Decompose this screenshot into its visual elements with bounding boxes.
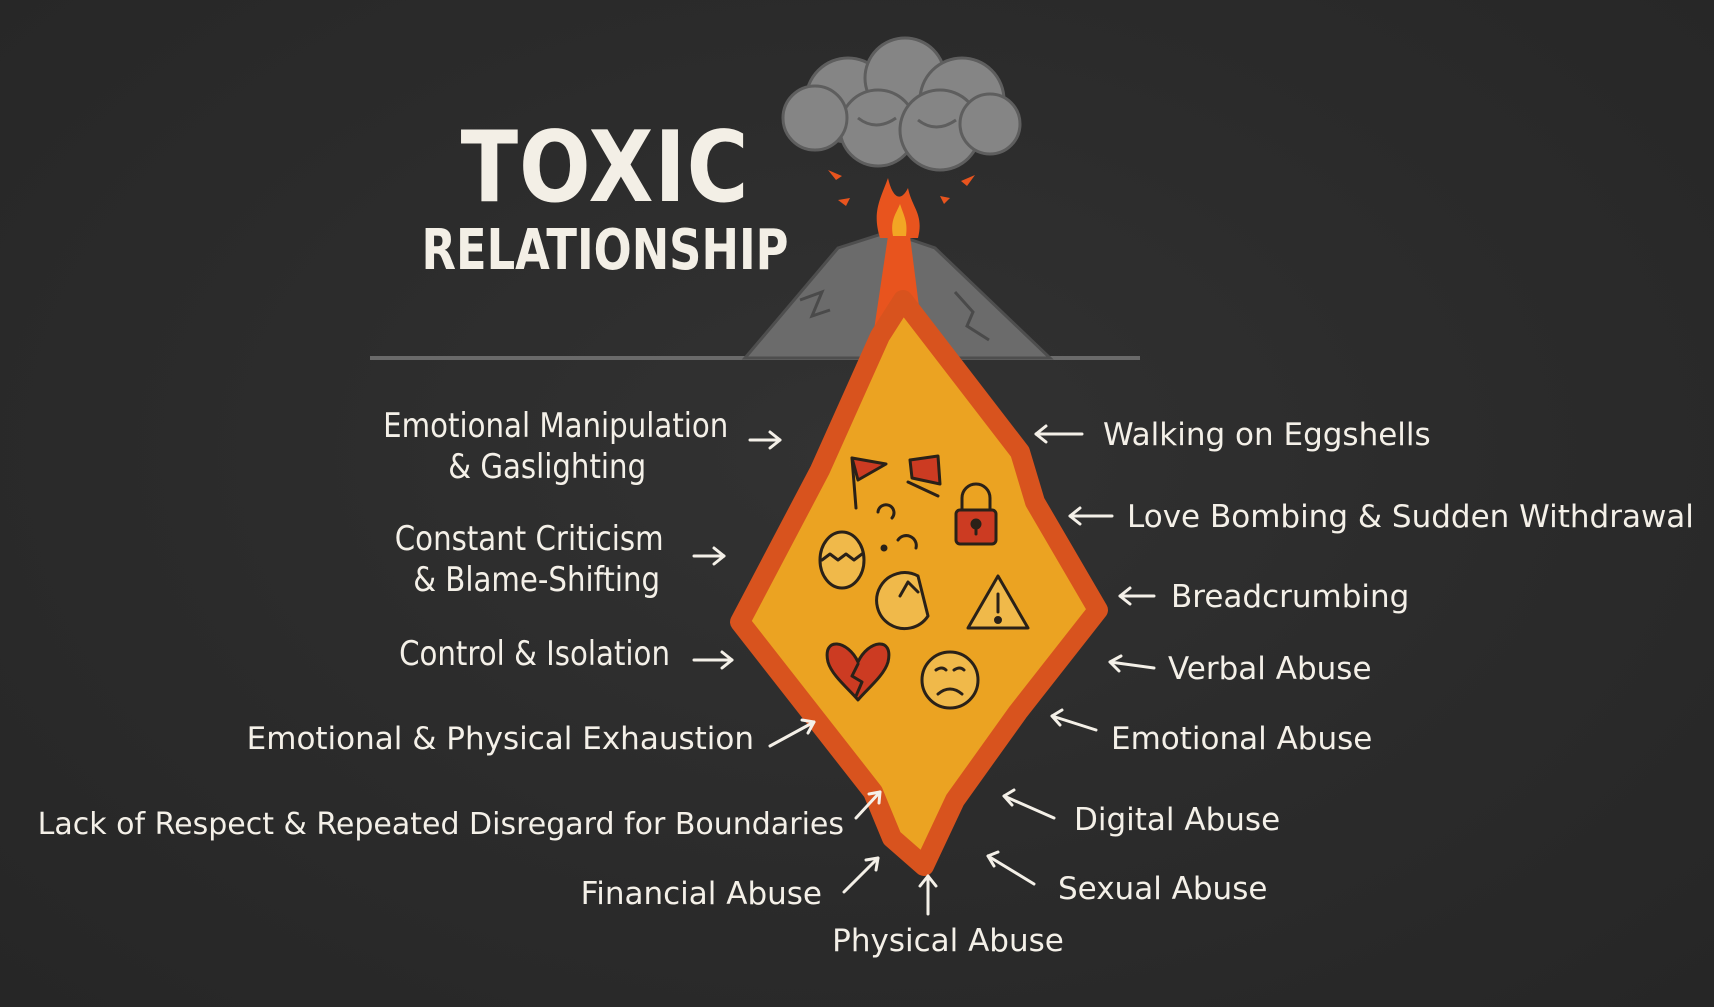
cracked-egg-icon <box>818 530 866 590</box>
label-walking-on-eggshells: Walking on Eggshells <box>1103 417 1431 453</box>
arrow-icon <box>692 650 734 670</box>
smoke-cloud-icon <box>781 36 1022 172</box>
label-constant-criticism: Constant Criticism <box>395 519 664 559</box>
arrow-icon <box>1108 654 1156 673</box>
confused-face-icon <box>876 503 918 552</box>
arrow-icon <box>768 718 816 748</box>
arrow-icon <box>1034 424 1084 444</box>
arrow-icon <box>1068 506 1114 526</box>
red-flag-icon <box>906 454 942 498</box>
arrow-icon <box>1050 708 1098 732</box>
broken-pie-icon <box>875 571 930 631</box>
label-boundaries: Lack of Respect & Repeated Disregard for… <box>37 807 844 842</box>
label-breadcrumbing: Breadcrumbing <box>1171 579 1410 615</box>
lock-icon <box>954 482 998 546</box>
label-verbal-abuse: Verbal Abuse <box>1168 651 1372 687</box>
label-emotional-abuse: Emotional Abuse <box>1111 721 1373 757</box>
label-blame-shifting: & Blame-Shifting <box>413 560 660 600</box>
arrow-icon <box>748 430 782 450</box>
label-sexual-abuse: Sexual Abuse <box>1058 871 1268 907</box>
warning-icon <box>966 574 1030 630</box>
title-subtitle: RELATIONSHIP <box>421 218 789 283</box>
title-main: TOXIC <box>460 111 750 225</box>
arrow-icon <box>918 874 938 916</box>
label-physical-abuse: Physical Abuse <box>832 923 1064 959</box>
label-love-bombing: Love Bombing & Sudden Withdrawal <box>1127 499 1694 535</box>
label-digital-abuse: Digital Abuse <box>1074 802 1281 838</box>
arrow-icon <box>1118 586 1156 606</box>
arrow-icon <box>1002 788 1056 820</box>
label-gaslighting: & Gaslighting <box>448 447 646 487</box>
label-exhaustion: Emotional & Physical Exhaustion <box>246 721 754 757</box>
label-control-isolation: Control & Isolation <box>399 634 670 674</box>
label-financial-abuse: Financial Abuse <box>580 876 822 912</box>
broken-heart-icon <box>825 642 891 702</box>
arrow-icon <box>986 850 1036 886</box>
arrow-icon <box>854 790 882 820</box>
arrow-icon <box>842 856 880 894</box>
sad-face-icon <box>920 650 980 710</box>
red-flag-icon <box>850 456 888 510</box>
arrow-icon <box>692 546 726 566</box>
label-emotional-manipulation: Emotional Manipulation <box>382 406 728 446</box>
